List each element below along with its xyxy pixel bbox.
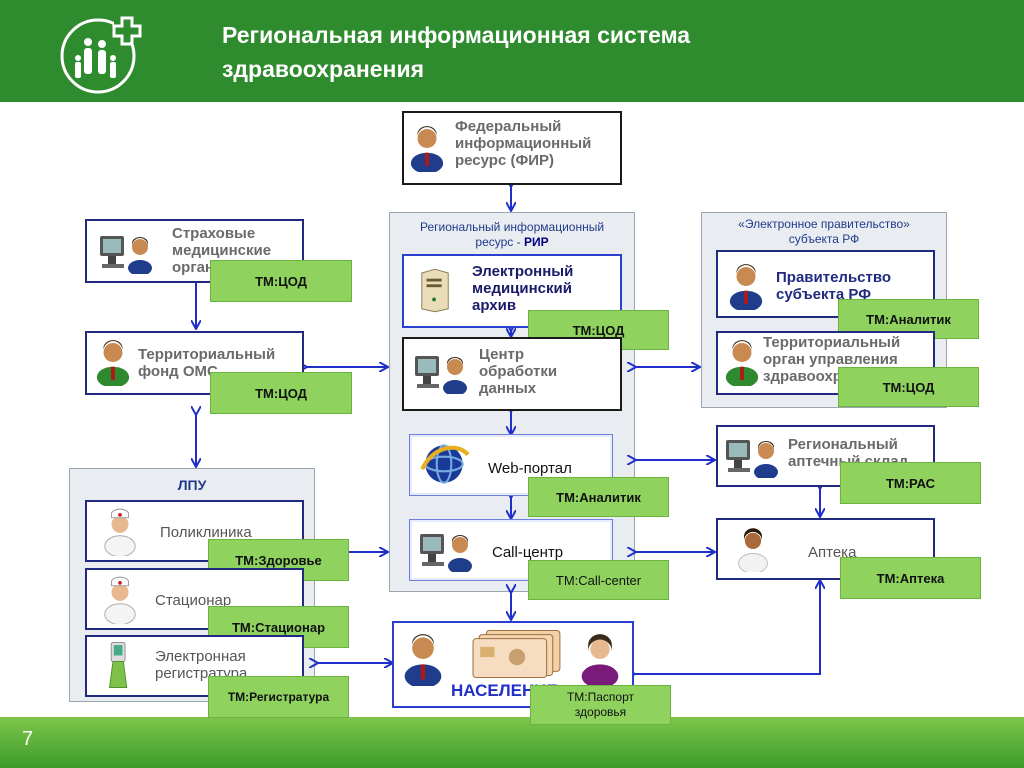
tm-pasport: ТМ:Паспорт здоровья	[530, 685, 671, 725]
lpu-panel-title: ЛПУ	[177, 477, 207, 493]
tm-web: ТМ:Аналитик	[528, 477, 669, 517]
nurse-icon	[104, 576, 136, 624]
node-gov-line2: субъекта РФ	[776, 286, 872, 303]
node-smo-line2: медицинские	[172, 242, 272, 259]
node-fir-line3: ресурс (ФИР)	[455, 152, 555, 169]
page-number: 7	[22, 728, 34, 750]
family-logo-icon	[60, 16, 142, 94]
node-stac-label: Стационар	[155, 592, 232, 609]
node-ras	[716, 425, 935, 487]
person-icon	[410, 126, 444, 172]
node-ema-line3: архив	[472, 297, 517, 314]
tm-pasport-line1: ТМ:Паспорт	[566, 690, 635, 704]
node-cod-label: Центр обработки данных	[479, 346, 557, 397]
tm-smo: ТМ:ЦОД	[210, 260, 352, 302]
computer-user-icon	[420, 534, 472, 572]
tm-apteka: ТМ:Аптека	[840, 557, 981, 599]
nurse-icon	[104, 508, 136, 556]
node-cod	[402, 337, 622, 411]
tm-tou: ТМ:ЦОД	[838, 367, 979, 407]
node-ras-line1: Региональный	[788, 436, 898, 453]
footer-bar	[0, 717, 1024, 768]
person-icon	[96, 340, 130, 386]
page-title: Региональная информационная система здра…	[222, 18, 922, 86]
rir-panel-title: Региональный информационный ресурс - РИР	[389, 220, 635, 250]
node-ema-line2: медицинский	[472, 280, 572, 297]
node-cod-line2: обработки	[479, 363, 558, 380]
terminal-icon	[108, 642, 128, 688]
node-ema-label: Электронный медицинский архив	[472, 263, 573, 314]
tm-pasport-line2: здоровья	[574, 705, 627, 719]
egov-panel-title-line1: «Электронное правительство»	[738, 217, 910, 231]
node-tfoms-line1: Территориальный	[138, 346, 276, 363]
node-fir-label: Федеральный информационный ресурс (ФИР)	[455, 118, 591, 169]
node-tou-line1: Территориальный	[763, 334, 901, 351]
header-bar	[0, 0, 1024, 102]
tm-call: ТМ:Call-center	[528, 560, 669, 600]
node-web-label: Web-портал	[488, 460, 572, 477]
node-tfoms-label: Территориальный фонд ОМС	[138, 346, 275, 380]
node-ema-line1: Электронный	[472, 263, 574, 280]
node-smo-line1: Страховые	[172, 225, 256, 242]
node-call-label: Call-центр	[492, 544, 564, 561]
node-gov-label: Правительство субъекта РФ	[776, 269, 891, 303]
node-smo-label: Страховые медицинские организации	[172, 225, 271, 276]
title-line-1: Региональная информационная система	[222, 22, 691, 48]
node-tou-line2: орган управления	[763, 351, 898, 368]
node-tfoms-line2: фонд ОМС	[138, 363, 218, 380]
node-fir	[402, 111, 622, 185]
computer-user-icon	[415, 356, 467, 394]
tm-tfoms: ТМ:ЦОД	[210, 372, 352, 414]
node-poli-label: Поликлиника	[160, 524, 252, 541]
title-line-2: здравоохранения	[222, 56, 425, 82]
rir-panel-title-line1: Региональный информационный	[419, 220, 605, 234]
node-apteka-label: Аптека	[808, 544, 857, 561]
person-icon	[738, 528, 768, 572]
node-gov-line1: Правительство	[776, 269, 892, 286]
node-cod-line3: данных	[479, 380, 537, 397]
server-icon	[421, 268, 449, 313]
arrow-nas-apteka	[634, 581, 820, 674]
tm-ereg: ТМ:Регистратура	[208, 676, 349, 718]
person-icon	[404, 634, 442, 686]
rir-panel-title-line2: ресурс -	[475, 235, 521, 249]
person-icon	[729, 264, 763, 310]
computer-user-icon	[726, 440, 778, 478]
node-cod-line1: Центр	[479, 346, 525, 363]
person-icon	[581, 634, 619, 686]
globe-icon	[420, 444, 470, 484]
node-ereg-line1: Электронная	[155, 648, 246, 665]
node-fir-line2: информационный	[455, 135, 592, 152]
node-fir-line1: Федеральный	[455, 118, 562, 135]
egov-panel-title: «Электронное правительство» субъекта РФ	[701, 217, 947, 247]
tm-ras: ТМ:РАС	[840, 462, 981, 504]
egov-panel-title-line2: субъекта РФ	[788, 232, 860, 246]
person-icon	[725, 340, 759, 386]
card-icon	[472, 629, 561, 679]
computer-user-icon	[100, 236, 152, 274]
rir-panel-title-abbr: РИР	[523, 235, 549, 249]
